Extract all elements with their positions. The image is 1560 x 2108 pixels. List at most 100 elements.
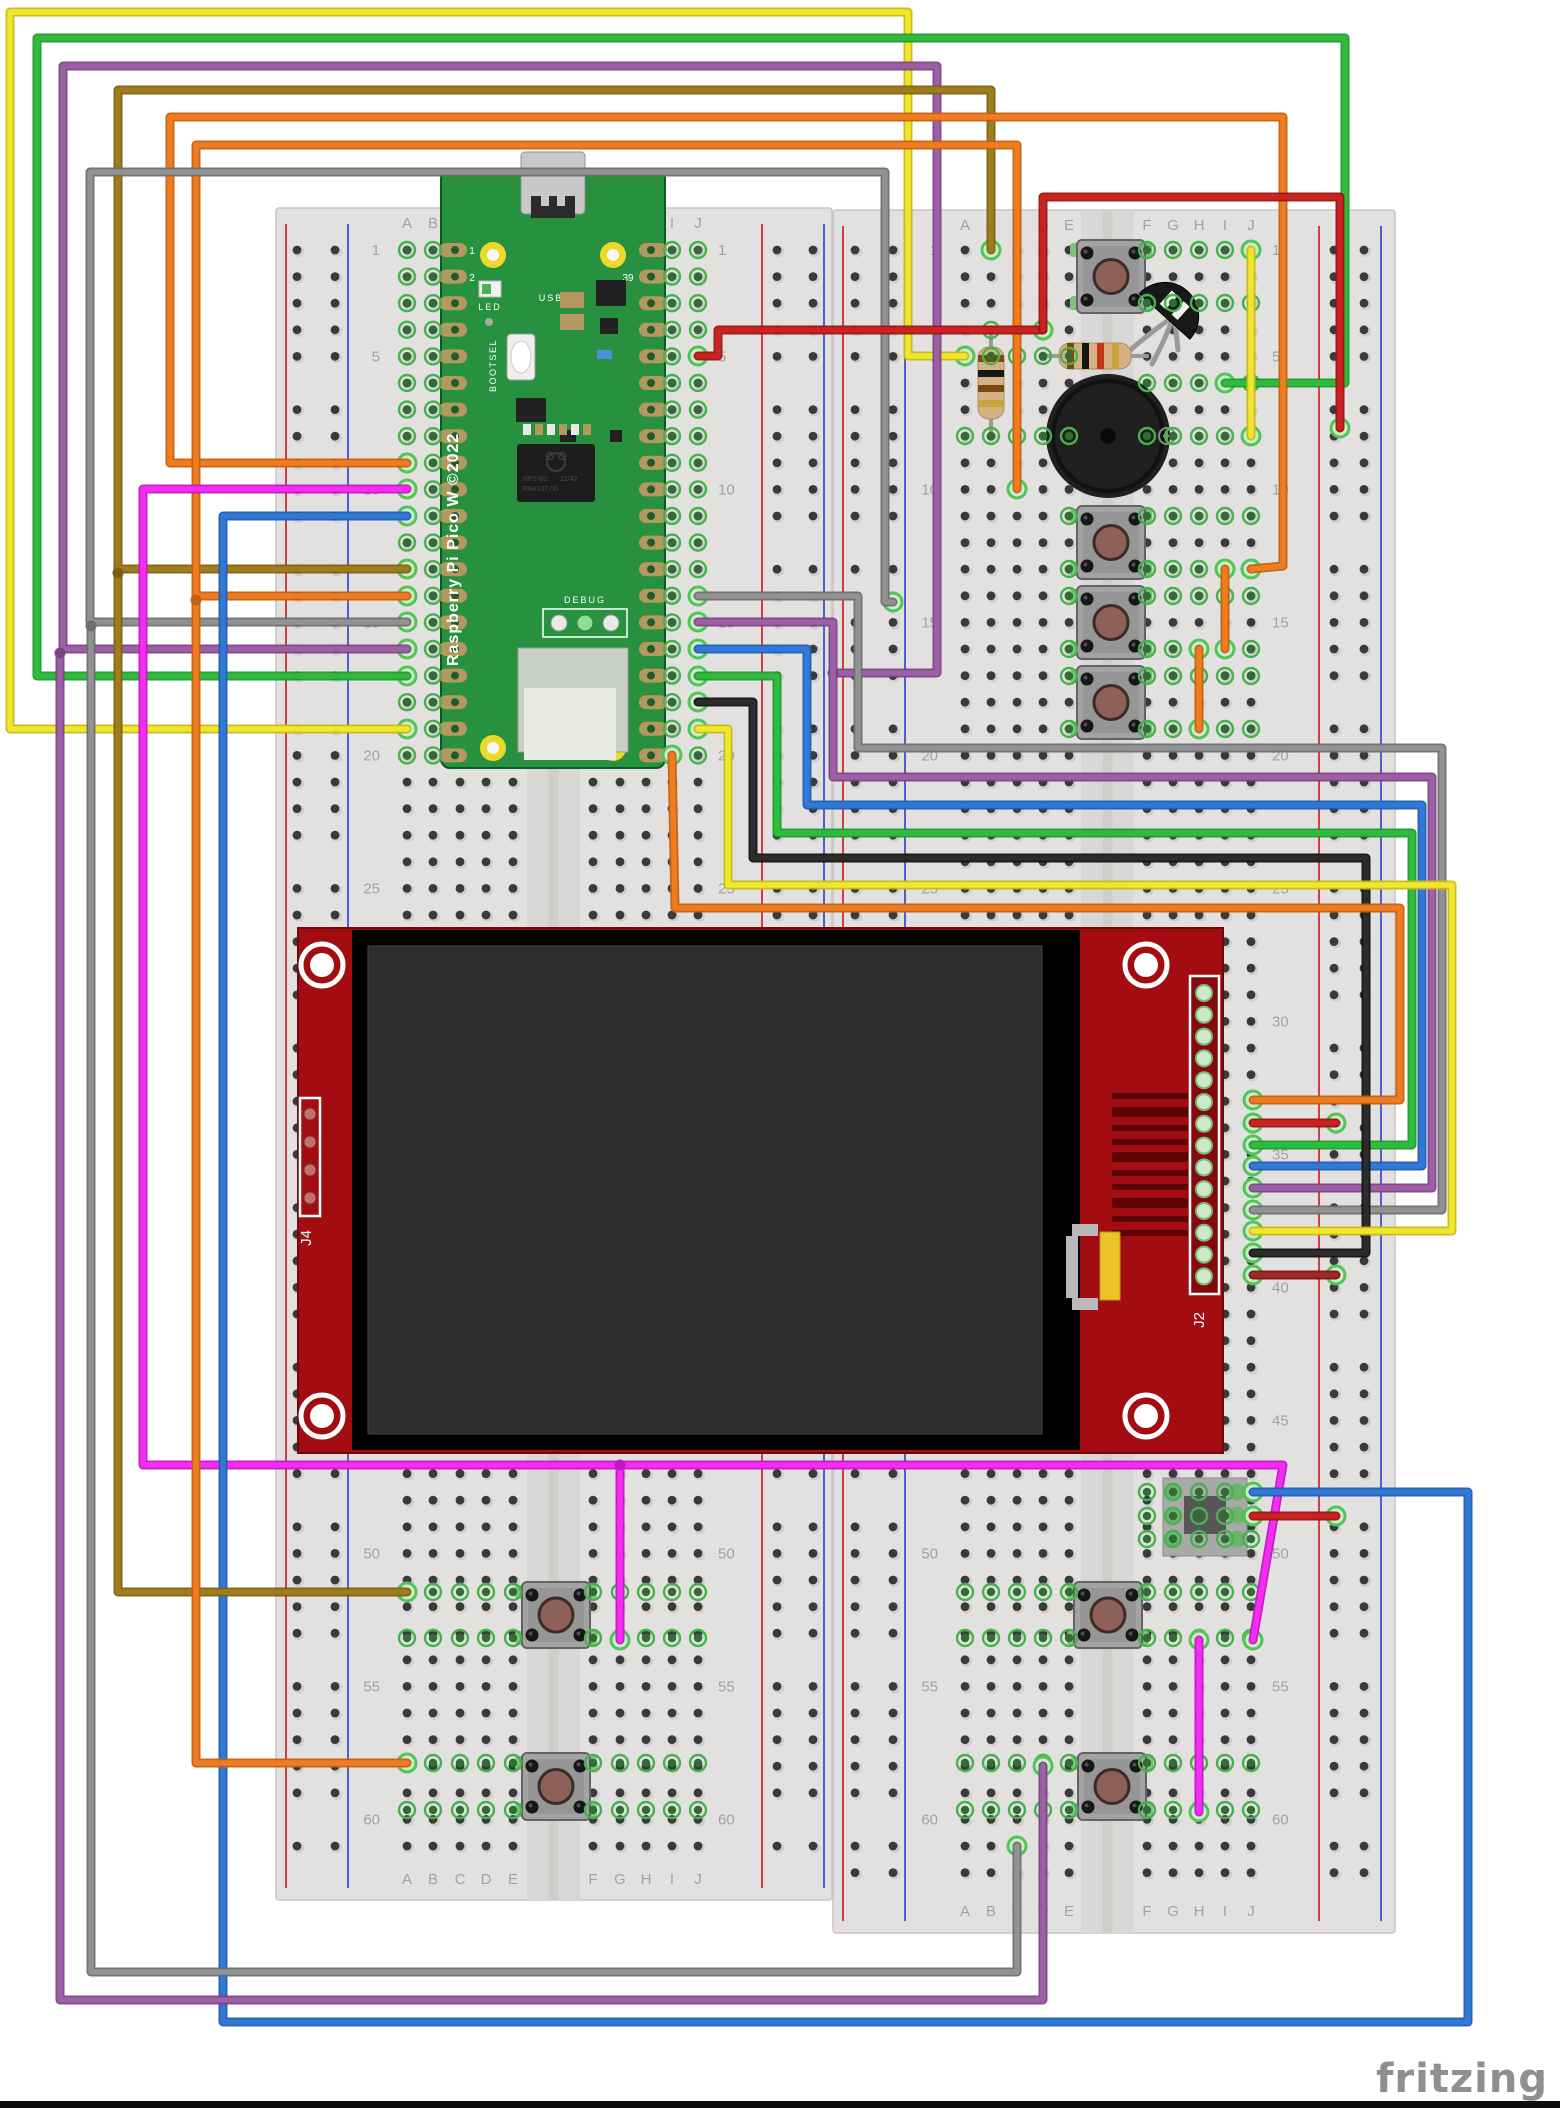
active-hole-ring [955, 426, 975, 446]
active-hole-ring [688, 533, 708, 552]
wire-green-j17-to-j2[interactable] [693, 671, 1417, 1150]
active-hole-ring [1137, 1628, 1157, 1648]
active-hole-ring [1137, 373, 1157, 393]
fritzing-logo: fritzing [1376, 2056, 1548, 2102]
active-hole-ring [423, 480, 443, 499]
wire-brown-bottom-a52[interactable] [112, 567, 412, 1597]
row-number: 60 [921, 1811, 938, 1828]
row-number: 1 [1272, 242, 1280, 259]
row-number: 50 [1272, 1545, 1289, 1562]
active-hole-ring [423, 240, 443, 260]
wire-magenta-left-g53-jumper[interactable] [614, 1459, 626, 1645]
active-hole-ring [1163, 1529, 1183, 1549]
active-hole-ring [1007, 1628, 1027, 1648]
wire-green-a17-to-right-i6[interactable] [32, 33, 1350, 681]
active-hole-ring [503, 1753, 523, 1773]
wire-purple-j15-to-j2[interactable] [693, 617, 1437, 1193]
active-hole-ring [1163, 1628, 1183, 1648]
active-hole-ring [1163, 1753, 1183, 1773]
column-label: I [1223, 1903, 1227, 1920]
wire-joint [54, 647, 66, 659]
chip-text: PAK107.00 [523, 486, 558, 493]
active-hole-ring [423, 1628, 443, 1648]
active-hole-ring [610, 1753, 630, 1773]
smd-component [535, 424, 543, 435]
column-label: D [481, 1871, 492, 1888]
wire-magenta-a10-to-right-j54[interactable] [138, 484, 1288, 1645]
pushbutton-1[interactable] [1070, 239, 1152, 314]
row-number: 1 [718, 242, 726, 259]
column-label: J [694, 215, 702, 232]
wire-blue-a11-to-right-j48[interactable] [218, 511, 1473, 2027]
row-number: 1 [372, 242, 380, 259]
flex-stripe [1112, 1107, 1188, 1117]
active-hole-ring [450, 1753, 470, 1773]
wire-gray-bottom-c61[interactable] [85, 620, 1022, 1977]
wire-joint [85, 620, 97, 632]
active-hole-ring [397, 1800, 417, 1820]
active-hole-ring [1241, 506, 1261, 526]
row-number: 15 [1272, 614, 1289, 631]
wire-purple-bottom-d58[interactable] [54, 647, 1048, 2005]
wire-black-j18-to-j2[interactable] [693, 697, 1371, 1258]
smd-component [523, 424, 531, 435]
wire-orange-bottom-a59[interactable] [190, 594, 412, 1768]
wire-orange-a14-to-right-c10[interactable] [191, 140, 1022, 601]
active-hole-ring [662, 639, 682, 659]
column-label: J [1247, 217, 1255, 234]
active-hole-ring [662, 1628, 682, 1648]
pushbutton-2[interactable] [1070, 505, 1152, 580]
wire-red-j5-to-right-d4[interactable] [693, 325, 1048, 361]
smd-component [600, 318, 618, 334]
piezo-buzzer[interactable] [1046, 374, 1176, 498]
active-hole-ring [1241, 1800, 1261, 1820]
row-number: 55 [718, 1678, 735, 1695]
wire-gray-j14-to-j2[interactable] [693, 591, 1447, 1215]
bottom-edge-bar [0, 2101, 1560, 2108]
button-cap [1093, 1768, 1131, 1805]
active-hole-ring [1059, 506, 1079, 526]
active-hole-ring [1163, 559, 1183, 579]
active-hole-ring [1241, 1529, 1261, 1549]
mount-hole [1122, 1392, 1170, 1440]
active-hole-ring [1163, 1506, 1183, 1526]
rp2-chip [517, 444, 595, 502]
active-hole-ring [1137, 559, 1157, 579]
wire-orange-i20-to-j2[interactable] [667, 750, 1405, 1105]
column-label: E [508, 1871, 518, 1888]
pushbutton-5[interactable] [515, 1581, 597, 1649]
active-hole-ring [662, 1800, 682, 1820]
active-hole-ring [662, 506, 682, 526]
flex-stripe [1112, 1216, 1188, 1222]
wire-yellow-j19-to-j2[interactable] [693, 724, 1457, 1236]
active-hole-ring [1215, 1582, 1235, 1602]
active-hole-ring [423, 427, 443, 446]
wires [5, 7, 1473, 2027]
active-hole-ring [423, 693, 443, 712]
active-hole-ring [1137, 1800, 1157, 1820]
column-label: B [428, 215, 438, 232]
wire-blue-j16-to-j2[interactable] [693, 644, 1427, 1171]
wire-yellow-a19-to-right-a5[interactable] [5, 7, 970, 734]
active-hole-ring [1059, 1800, 1079, 1820]
active-hole-ring [662, 560, 682, 579]
mount-hole [298, 941, 346, 989]
active-hole-ring [1137, 1582, 1157, 1602]
active-hole-ring [397, 693, 417, 712]
active-hole-ring [423, 320, 443, 339]
wire-orange-a9-to-right-j13[interactable] [165, 112, 1288, 574]
pushbutton-3[interactable] [1070, 585, 1152, 660]
j4-label: J4 [298, 1230, 315, 1246]
active-hole-ring [1241, 1753, 1261, 1773]
active-hole-ring [662, 240, 682, 260]
pushbutton-7[interactable] [1067, 1581, 1149, 1649]
wire-red-d4-to-rail[interactable] [1038, 192, 1345, 433]
pushbutton-8[interactable] [1071, 1752, 1153, 1821]
row-number: 30 [1272, 1013, 1289, 1030]
row-number: 50 [718, 1545, 735, 1562]
active-hole-ring [688, 560, 708, 579]
